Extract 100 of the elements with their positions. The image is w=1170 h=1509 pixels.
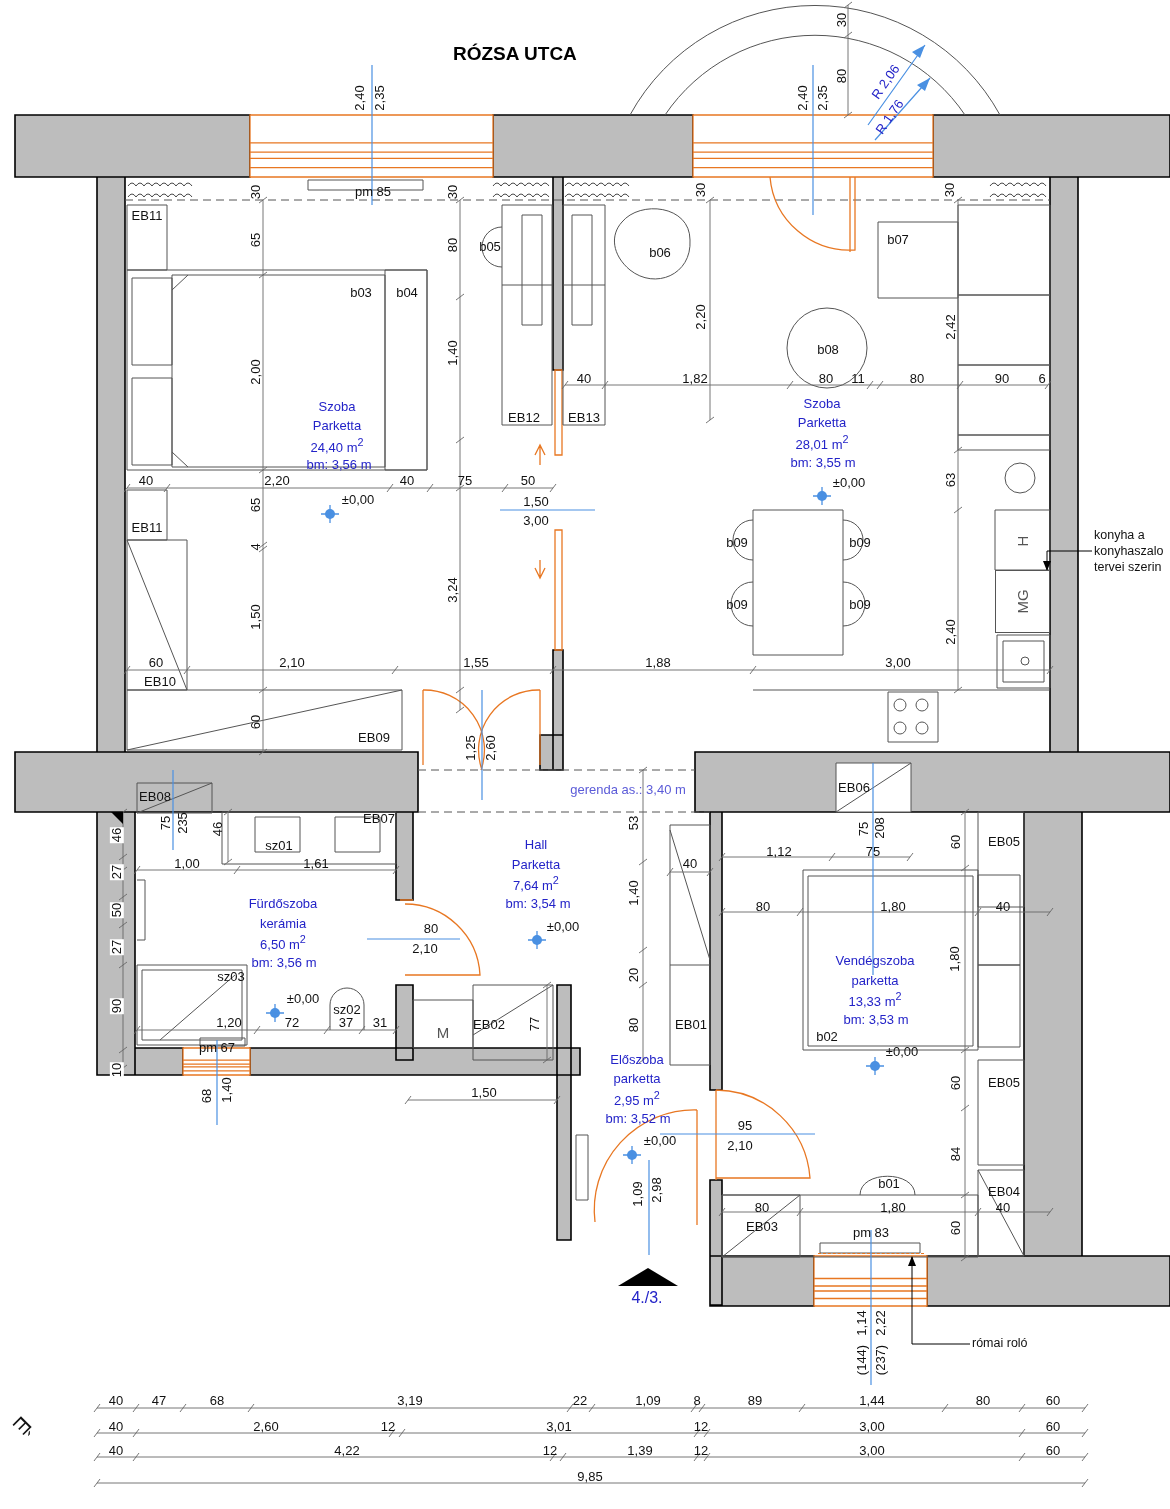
dimension-label: 1,88 xyxy=(645,655,671,671)
dimension-label: 77 xyxy=(527,1016,543,1032)
cabinet-box xyxy=(995,570,1050,633)
room-label: bm: 3,52 m xyxy=(605,1111,671,1127)
level-label: ±0,00 xyxy=(546,919,580,935)
dimension-label: 1,40 xyxy=(445,340,461,366)
dimension-label: 1,40 xyxy=(219,1077,235,1103)
room-label: parketta xyxy=(613,1071,661,1087)
dimension-label: 60 xyxy=(1045,1419,1061,1435)
item-code: EB02 xyxy=(473,1017,505,1033)
room-label: 13,33 m$^{2}$ xyxy=(848,991,902,1009)
dimension-label: 2,00 xyxy=(248,359,264,385)
item-code: b08 xyxy=(817,342,839,358)
item-code: b02 xyxy=(816,1029,838,1045)
dimension-label: 75 xyxy=(865,844,881,860)
room-label: Parketta xyxy=(511,857,561,873)
dimension-label: 65 xyxy=(248,232,264,248)
dimension-label: pm 85 xyxy=(354,184,392,200)
room-label: bm: 3,56 m xyxy=(251,955,317,971)
item-code: EB04 xyxy=(988,1184,1020,1200)
beam-note: gerenda as.: 3,40 m xyxy=(570,782,686,798)
item-code: EB01 xyxy=(675,1017,707,1033)
cabinet-label: MG xyxy=(1012,589,1032,614)
dimension-label: 1,50 xyxy=(471,1085,497,1101)
item-code: EB11 xyxy=(131,520,163,536)
dimension-label: (237) xyxy=(873,1344,889,1376)
dimension-label: 12 xyxy=(693,1419,709,1435)
item-code: EB05 xyxy=(988,834,1020,850)
room-label: 24,40 m$^{2}$ xyxy=(310,437,364,455)
room-label: Vendégszoba xyxy=(835,953,915,969)
street-name: RÓZSA UTCA xyxy=(453,43,577,65)
dimension-label: 89 xyxy=(747,1393,763,1409)
room-label: parketta xyxy=(851,973,899,989)
dimension-label: 60 xyxy=(148,655,164,671)
dimension-label: 60 xyxy=(948,1075,964,1091)
dimension-label: 1,20 xyxy=(216,1015,242,1031)
item-code: H xyxy=(1014,535,1032,547)
dimension-label: 3,00 xyxy=(885,655,911,671)
level-label: ±0,00 xyxy=(286,991,320,1007)
item-code: b09 xyxy=(849,597,871,613)
dimension-label: (144) xyxy=(854,1344,870,1376)
dimension-label: 1,80 xyxy=(880,1200,906,1216)
item-code: sz01 xyxy=(265,838,293,854)
dimension-label: 31 xyxy=(372,1015,388,1031)
dimension-label: 3,00 xyxy=(859,1443,885,1459)
item-code: EB13 xyxy=(568,410,600,426)
dimension-label: 3,01 xyxy=(546,1419,572,1435)
dimension-label: 4 xyxy=(248,543,264,551)
dimension-label: 30 xyxy=(693,182,709,198)
dimension-label: 30 xyxy=(942,182,958,198)
dimension-label: 20 xyxy=(626,967,642,983)
dimension-label: 12 xyxy=(542,1443,558,1459)
dimension-label: 90 xyxy=(994,371,1010,387)
dimension-label: 75 xyxy=(158,815,174,831)
item-code: EB06 xyxy=(838,780,870,796)
dimension-label: 80 xyxy=(754,1200,770,1216)
dimension-label: 9,85 xyxy=(577,1469,603,1485)
dimension-label: 1,50 xyxy=(523,494,549,510)
dimension-label: pm 67 xyxy=(198,1040,236,1056)
dimension-label: 2,10 xyxy=(727,1138,753,1154)
item-code: EB12 xyxy=(508,410,540,426)
room-label: 6,50 m$^{2}$ xyxy=(260,934,306,952)
item-code: EB03 xyxy=(746,1219,778,1235)
item-code: b09 xyxy=(849,535,871,551)
room-label: bm: 3,54 m xyxy=(505,896,571,912)
dimension-label: 60 xyxy=(1045,1443,1061,1459)
dimension-label: 2,20 xyxy=(264,473,290,489)
dimension-label: 208 xyxy=(872,817,888,839)
item-code: b04 xyxy=(396,285,418,301)
item-code: b09 xyxy=(726,597,748,613)
dimension-label: 235 xyxy=(175,812,191,834)
item-code: EB07 xyxy=(363,811,395,827)
dimension-label: 1,82 xyxy=(682,371,708,387)
dimension-label: 40 xyxy=(576,371,592,387)
item-code: EB11 xyxy=(131,208,163,224)
level-label: ±0,00 xyxy=(885,1044,919,1060)
dimension-label: 2,40 xyxy=(352,85,368,111)
dimension-label: 40 xyxy=(108,1393,124,1409)
level-label: ±0,00 xyxy=(341,492,375,508)
dimension-label: 2,40 xyxy=(795,85,811,111)
item-code: EB08 xyxy=(139,789,171,805)
dimension-label: 1,40 xyxy=(626,880,642,906)
room-label: bm: 3,55 m xyxy=(790,455,856,471)
room-label: Parketta xyxy=(797,415,847,431)
dimension-label: 1,44 xyxy=(859,1393,885,1409)
dimension-label: 1,00 xyxy=(174,856,200,872)
room-label: 7,64 m$^{2}$ xyxy=(513,875,559,893)
dimension-label: 80 xyxy=(626,1017,642,1033)
dimension-label: 40 xyxy=(108,1419,124,1435)
room-label: Hall xyxy=(524,837,548,853)
dimension-label: 30 xyxy=(445,184,461,200)
dimension-label: 60 xyxy=(948,834,964,850)
room-label: kerámia xyxy=(259,916,307,932)
room-label: 28,01 m$^{2}$ xyxy=(795,434,849,452)
level-label: ±0,00 xyxy=(643,1133,677,1149)
dimension-label: 60 xyxy=(1045,1393,1061,1409)
dimension-label: 2,60 xyxy=(483,735,499,761)
dimension-label: 46 xyxy=(210,821,226,837)
dimension-label: 1,50 xyxy=(248,604,264,630)
north-label: É xyxy=(8,1411,36,1439)
